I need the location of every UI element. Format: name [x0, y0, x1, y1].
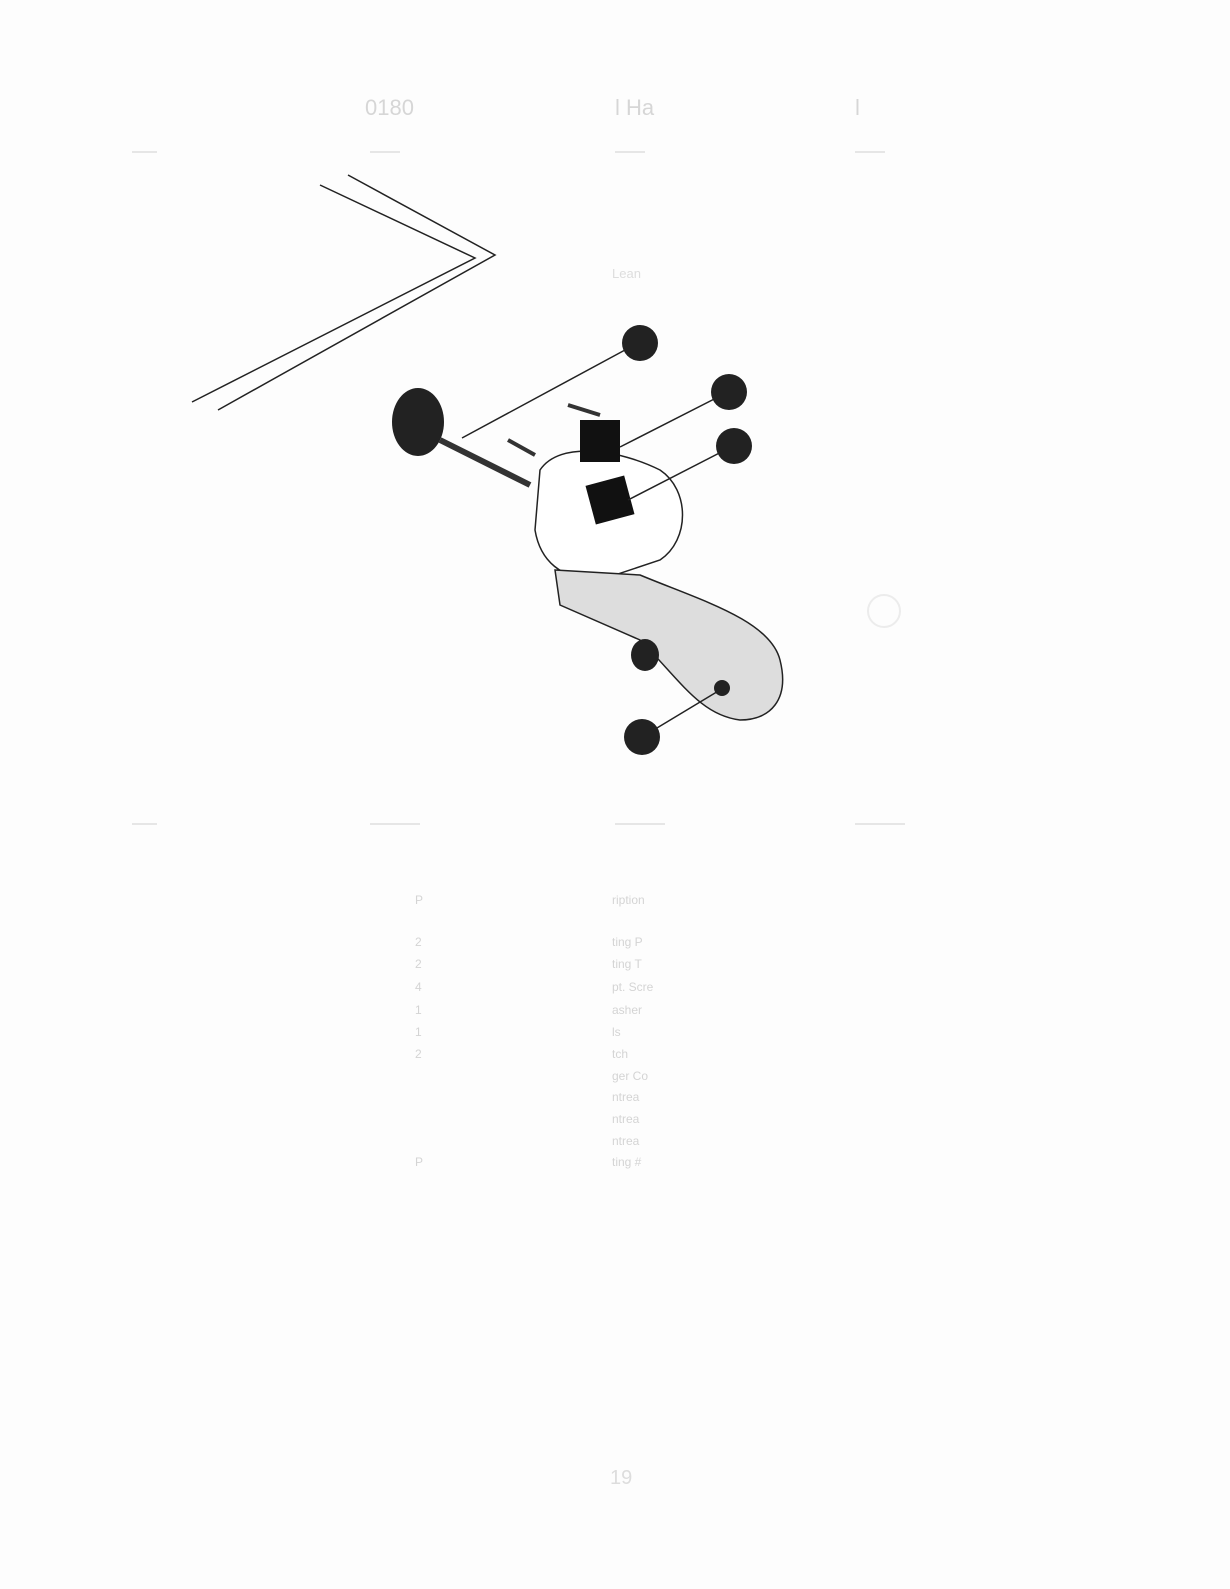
part-qty: 2: [415, 935, 422, 949]
col-header-description: ription: [612, 893, 645, 907]
grommet-icon: [392, 388, 444, 456]
part-qty: 1: [415, 1025, 422, 1039]
faded-callout: [867, 594, 901, 628]
divider: [615, 823, 665, 825]
part-qty: 2: [415, 957, 422, 971]
callout-4: [624, 719, 660, 755]
callout-3: [716, 428, 752, 464]
callout-markers: [622, 325, 752, 755]
part-desc: pt. Scre: [612, 980, 654, 994]
part-desc: ting P: [612, 935, 643, 949]
part-desc: asher: [612, 1003, 643, 1017]
page-number: 19: [610, 1467, 633, 1489]
bracket-icon: [580, 420, 620, 462]
header-center: l Ha: [615, 95, 655, 120]
handle-assembly: [392, 388, 784, 721]
part-desc: ntrea: [612, 1090, 640, 1104]
part-qty: 2: [415, 1047, 422, 1061]
part-desc: ger Co: [612, 1069, 649, 1083]
part-desc: ting T: [612, 957, 642, 971]
screw-icon: [631, 639, 659, 671]
header-left: 0180: [365, 95, 414, 120]
divider: [132, 823, 157, 825]
part-desc: ntrea: [612, 1112, 640, 1126]
leader-lines: [461, 342, 734, 738]
diagram-label: Lean: [612, 266, 641, 281]
col-header-part: P: [415, 893, 424, 907]
part-qty: 1: [415, 1003, 422, 1017]
divider: [370, 823, 420, 825]
part-qty: P: [415, 1155, 424, 1169]
part-desc: ls: [612, 1025, 621, 1039]
cable: [438, 437, 532, 488]
divider: [370, 151, 400, 153]
divider: [132, 151, 157, 153]
divider: [615, 151, 645, 153]
part-desc: tch: [612, 1047, 629, 1061]
grip: [554, 569, 784, 721]
divider: [855, 823, 905, 825]
callout-1: [622, 325, 658, 361]
part-desc: ting #: [612, 1155, 642, 1169]
part-qty: 4: [415, 980, 422, 994]
button-icon: [585, 475, 635, 525]
callout-2: [711, 374, 747, 410]
header-right: l: [855, 95, 860, 120]
divider: [855, 151, 885, 153]
panel-edge-lines: [191, 174, 497, 411]
part-desc: ntrea: [612, 1134, 640, 1148]
